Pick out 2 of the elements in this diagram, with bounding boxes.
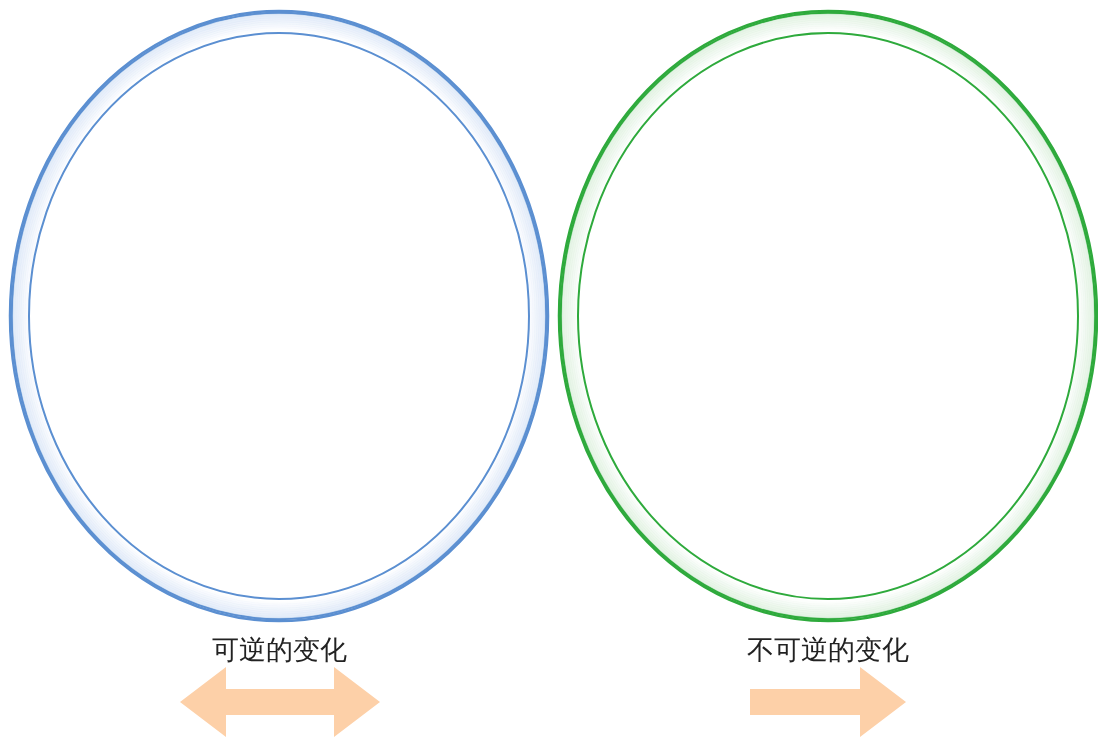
label: 可逆的变化 <box>211 633 347 667</box>
label: 不可逆的变化 <box>747 633 909 667</box>
